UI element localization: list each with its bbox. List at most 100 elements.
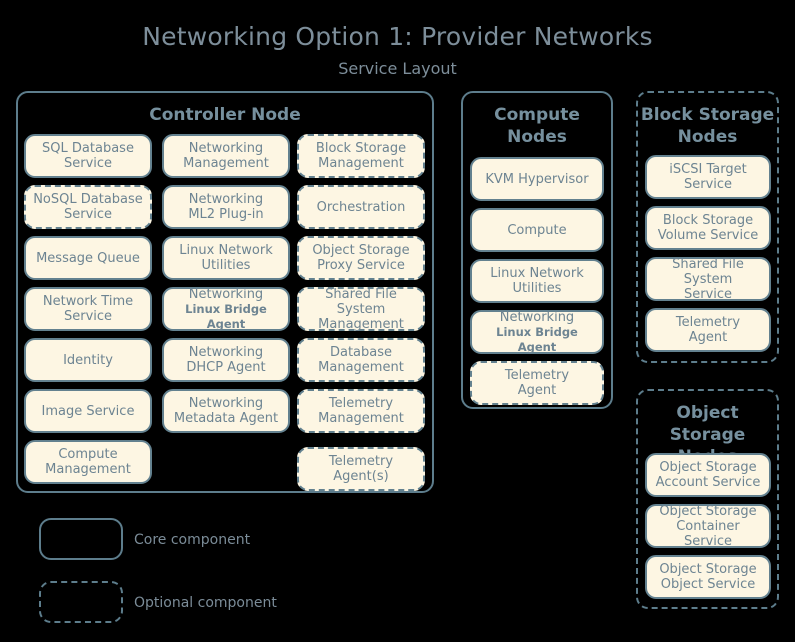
- service-box-label-line2: ML2 Plug-in: [188, 207, 264, 222]
- legend-core-swatch: [39, 518, 123, 560]
- legend-optional-swatch: [39, 581, 123, 623]
- service-box-label-line2: Linux Bridge Agent: [185, 301, 267, 331]
- service-box-label-line1: iSCSI Target: [669, 162, 747, 177]
- service-box-label-line1: Telemetry: [675, 315, 741, 330]
- service-box-label-line2: Object Service: [660, 577, 756, 592]
- service-box-label-line1: Telemetry: [328, 396, 394, 411]
- service-box-label-line1: Compute: [58, 447, 118, 462]
- service-box-label-line2: Metadata Agent: [173, 411, 279, 426]
- service-box-label-line1: KVM Hypervisor: [485, 171, 589, 187]
- service-box-label-line2: Utilities: [512, 281, 562, 296]
- service-box-label-line1: Compute: [507, 222, 567, 238]
- service-box-label-line2: Utilities: [201, 258, 251, 273]
- legend-core-label: Core component: [134, 532, 251, 548]
- service-box-label-line2: Service: [63, 207, 113, 222]
- service-box[interactable]: Orchestration: [297, 185, 425, 229]
- service-box-label-line1: Object Storage: [659, 460, 757, 475]
- service-box-label-line2: Service: [63, 309, 113, 324]
- service-box-label-line1: Networking: [188, 192, 264, 207]
- controller-node-group: Controller Node: [16, 91, 434, 493]
- service-box-label-line1: Object Storage: [312, 243, 410, 258]
- service-box-label-line1: Message Queue: [36, 250, 140, 266]
- service-box-label-line1: Object Storage: [659, 503, 757, 519]
- service-box-label-line1: Networking: [188, 345, 264, 360]
- service-box-label-line1: SQL Database: [42, 141, 134, 156]
- service-box-label-line1: NoSQL Database: [33, 192, 143, 207]
- service-box-label-line2: Management: [318, 360, 404, 375]
- service-box-label-line2: Service: [63, 156, 113, 171]
- service-box-label-line1: Block Storage: [315, 141, 407, 156]
- service-box-label-line1: Telemetry: [504, 368, 570, 383]
- service-box[interactable]: Message Queue: [24, 236, 152, 280]
- service-box-label-line2: Management: [318, 316, 404, 332]
- service-box-label-line2: Agent(s): [333, 469, 389, 484]
- service-box-label-line2: Container Service: [676, 518, 740, 549]
- page-subtitle: Service Layout: [338, 59, 457, 78]
- object-storage-nodes-title-line1: Object: [676, 403, 739, 423]
- service-box[interactable]: Identity: [24, 338, 152, 382]
- block-storage-nodes-title-line1: Block Storage: [640, 105, 775, 125]
- service-box[interactable]: KVM Hypervisor: [470, 157, 604, 201]
- service-box-label-line1: Image Service: [41, 403, 135, 419]
- service-box-label-line2: Agent: [517, 383, 557, 398]
- service-box-label-line1: Networking: [499, 309, 575, 325]
- service-box-label-line1: Linux Network: [179, 243, 273, 258]
- block-storage-nodes-group: Block Storage Nodes: [636, 91, 779, 363]
- service-box-label-line1: Shared File System: [672, 256, 744, 287]
- service-box-label-line1: Shared File System: [325, 286, 397, 317]
- service-box-label-line2: Account Service: [655, 475, 761, 490]
- service-box-label-line2: Management: [318, 411, 404, 426]
- block-storage-nodes-title-line2: Nodes: [677, 127, 738, 147]
- service-box-label-line1: Linux Network: [490, 266, 584, 281]
- service-box-label-line2: Management: [318, 156, 404, 171]
- service-box-label-line2: Proxy Service: [317, 258, 405, 273]
- service-box-label-line1: Block Storage: [662, 213, 754, 228]
- service-box-label-line2: Volume Service: [657, 228, 759, 243]
- service-box-label-line2: DHCP Agent: [186, 360, 266, 375]
- legend-optional-label: Optional component: [134, 595, 277, 611]
- service-box-label-line2: Service: [683, 286, 733, 302]
- service-box-label-line1: Object Storage: [659, 562, 757, 577]
- compute-nodes-group: Compute Nodes: [461, 91, 613, 409]
- service-box-label-line1: Telemetry: [328, 454, 394, 469]
- service-box[interactable]: Image Service: [24, 389, 152, 433]
- service-box-label-line1: Network Time: [42, 294, 134, 309]
- service-box-label-line1: Networking: [188, 286, 264, 302]
- service-box-label-line1: Identity: [63, 352, 113, 368]
- service-box-label-line2: Management: [45, 462, 131, 477]
- controller-node-title: Controller Node: [149, 105, 301, 125]
- compute-nodes-title-line2: Nodes: [507, 127, 567, 147]
- service-box-label-line2: Agent: [688, 330, 728, 345]
- service-box-label-line2: Service: [683, 177, 733, 192]
- service-box-label-line1: Database: [329, 345, 392, 360]
- compute-nodes-title-line1: Compute: [494, 105, 580, 125]
- service-box[interactable]: Compute: [470, 208, 604, 252]
- page-title: Networking Option 1: Provider Networks: [142, 22, 653, 51]
